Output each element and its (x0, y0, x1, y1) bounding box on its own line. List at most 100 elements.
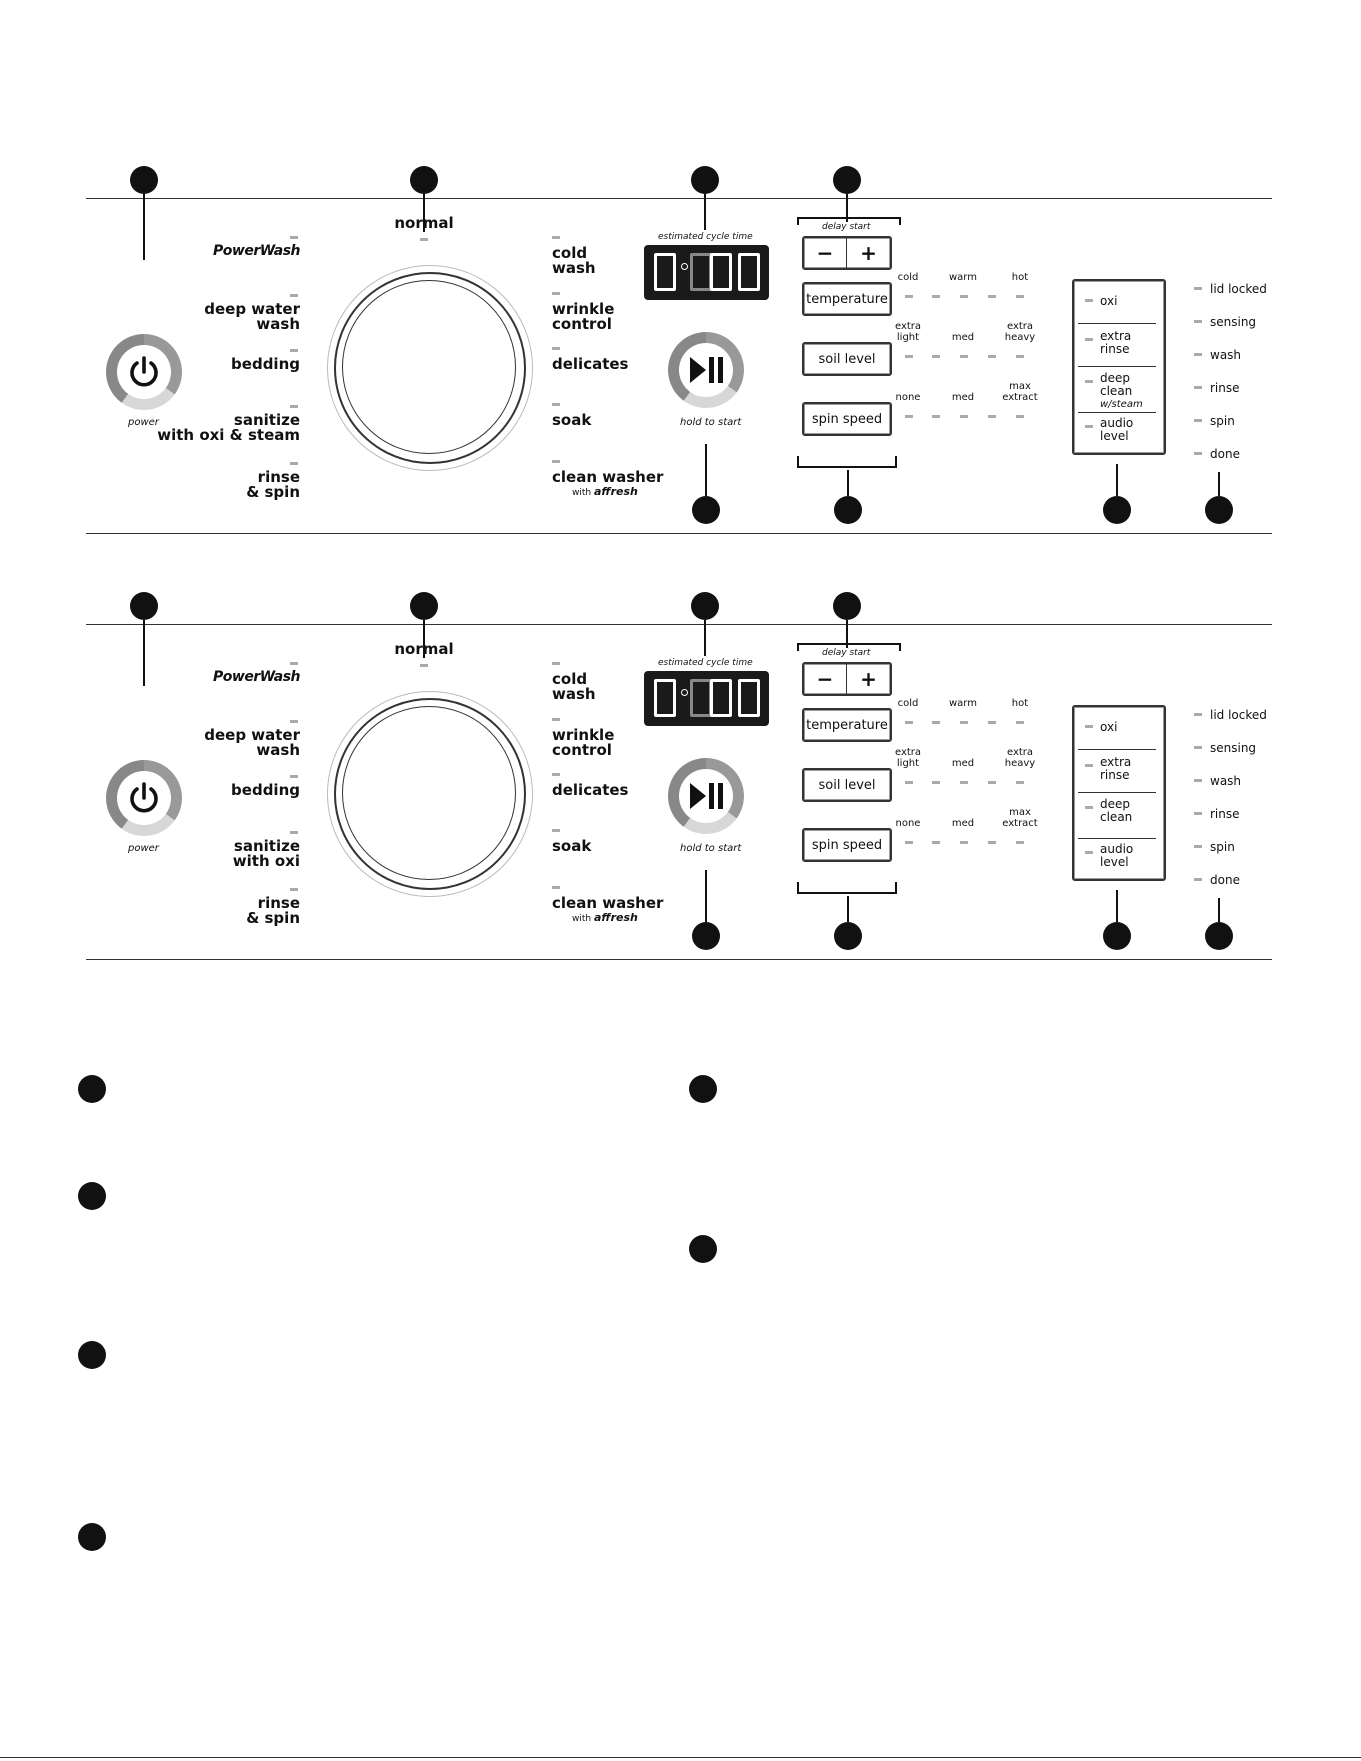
spin-speed-indicator (1016, 415, 1024, 418)
option-divider (1078, 366, 1156, 367)
cycle-selector-knob[interactable] (334, 272, 526, 464)
option-note: w/steam (1100, 399, 1143, 410)
temperature-indicator (905, 721, 913, 724)
legend-marker (689, 1235, 717, 1263)
soil-level-indicator (1016, 781, 1024, 784)
affresh-logo: affresh (594, 485, 638, 498)
cycle-rinse-spin[interactable]: rinse & spin (246, 894, 300, 927)
spin-speed-level-label: none (895, 818, 921, 829)
cycle-indicator (552, 662, 560, 665)
cycle-indicator (290, 349, 298, 352)
cycle-bedding[interactable]: bedding (231, 355, 300, 373)
cycle-option[interactable]: cold wash (552, 670, 596, 703)
play-pause-icon (679, 769, 733, 823)
start-pause-button[interactable] (668, 758, 744, 834)
cycle-option[interactable]: clean washer (552, 894, 664, 912)
option-indicator (1085, 338, 1093, 341)
display-digit (690, 253, 712, 291)
cycle-option[interactable]: delicates (552, 355, 629, 373)
soil-level-button[interactable]: soil level (802, 342, 892, 376)
cycle-indicator (290, 720, 298, 723)
legend-marker (78, 1523, 106, 1551)
cycle-option[interactable]: soak (552, 837, 592, 855)
with-text: with (572, 488, 592, 498)
spin-speed-button[interactable]: spin speed (802, 828, 892, 862)
cycle-indicator (552, 829, 560, 832)
status-label: spin (1210, 840, 1235, 854)
status-label: lid locked (1210, 282, 1267, 296)
cycle-option[interactable]: clean washer (552, 468, 664, 486)
cycle-normal[interactable]: normal (394, 214, 454, 232)
spin-speed-indicator (988, 841, 996, 844)
delay-plus-button[interactable]: + (860, 667, 877, 691)
cycle-option[interactable]: delicates (552, 781, 629, 799)
option-button[interactable]: audio level (1100, 842, 1134, 869)
option-button[interactable]: extra rinse (1100, 755, 1132, 782)
power-button[interactable] (106, 334, 182, 410)
option-divider (1078, 412, 1156, 413)
temperature-indicator (960, 721, 968, 724)
display-colon (681, 263, 688, 270)
soil-level-indicator (1016, 355, 1024, 358)
cycle-deep-water-wash[interactable]: deep water wash (204, 726, 300, 759)
soil-level-button[interactable]: soil level (802, 768, 892, 802)
cycle-indicator (290, 831, 298, 834)
option-button[interactable]: oxi (1100, 720, 1118, 734)
callout-leader-display (704, 620, 706, 656)
cycle-option[interactable]: cold wash (552, 244, 596, 277)
delay-minus-button[interactable]: − (804, 664, 847, 694)
temperature-button[interactable]: temperature (802, 708, 892, 742)
delay-plus-button[interactable]: + (860, 241, 877, 265)
status-indicator (1194, 878, 1202, 881)
status-indicator (1194, 452, 1202, 455)
option-button[interactable]: audio level (1100, 416, 1134, 443)
callout-leader-cycle (423, 194, 425, 232)
option-button[interactable]: deep clean (1100, 797, 1133, 824)
legend-marker (78, 1341, 106, 1369)
soil-level-level-label: extra heavy (1004, 747, 1036, 769)
status-label: rinse (1210, 807, 1240, 821)
option-button[interactable]: oxi (1100, 294, 1118, 308)
knob-inner-ring (342, 280, 516, 454)
cycle-sanitize[interactable]: sanitize with oxi (232, 837, 300, 870)
soil-level-level-label: extra light (894, 747, 922, 769)
delay-minus-button[interactable]: − (804, 238, 847, 268)
status-indicator (1194, 812, 1202, 815)
display-digit (710, 679, 732, 717)
cycle-normal[interactable]: normal (394, 640, 454, 658)
start-label: hold to start (680, 843, 742, 854)
spin-speed-button[interactable]: spin speed (802, 402, 892, 436)
cycle-selector-knob[interactable] (334, 698, 526, 890)
temperature-indicator (932, 295, 940, 298)
callout-marker-delay (833, 166, 861, 194)
cycle-option[interactable]: wrinkle control (552, 300, 615, 333)
cycle-indicator (290, 236, 298, 239)
cycle-option[interactable]: soak (552, 411, 592, 429)
callout-leader-power (143, 620, 145, 686)
cycle-indicator (552, 236, 560, 239)
temperature-level-label: hot (1011, 698, 1029, 709)
display-caption: estimated cycle time (658, 232, 753, 242)
option-indicator (1085, 764, 1093, 767)
cycle-deep-water-wash[interactable]: deep water wash (204, 300, 300, 333)
powerwash-logo[interactable]: PowerWash (213, 669, 300, 685)
cycle-indicator (552, 292, 560, 295)
status-indicator (1194, 419, 1202, 422)
option-button[interactable]: extra rinse (1100, 329, 1132, 356)
start-pause-button[interactable] (668, 332, 744, 408)
soil-level-indicator (988, 355, 996, 358)
option-indicator (1085, 299, 1093, 302)
cycle-rinse-spin[interactable]: rinse & spin (246, 468, 300, 501)
cycle-bedding[interactable]: bedding (231, 781, 300, 799)
option-button[interactable]: deep clean (1100, 371, 1133, 398)
temperature-button[interactable]: temperature (802, 282, 892, 316)
cycle-sanitize[interactable]: sanitize with oxi & steam (157, 411, 300, 444)
temperature-level-label: warm (949, 272, 977, 283)
option-indicator (1085, 380, 1093, 383)
powerwash-logo[interactable]: PowerWash (213, 243, 300, 259)
settings-bracket (797, 882, 897, 894)
with-text: with (572, 914, 592, 924)
power-button[interactable] (106, 760, 182, 836)
spin-speed-indicator (1016, 841, 1024, 844)
cycle-option[interactable]: wrinkle control (552, 726, 615, 759)
